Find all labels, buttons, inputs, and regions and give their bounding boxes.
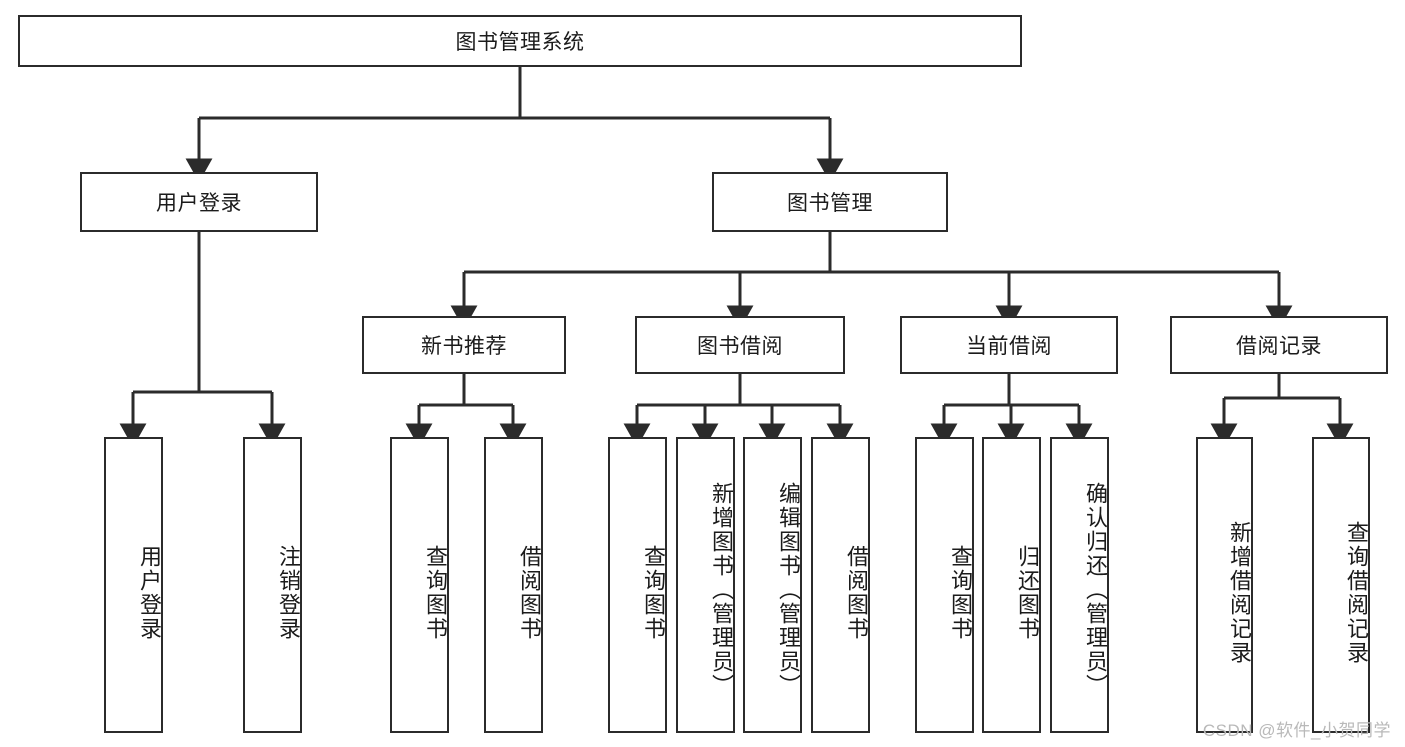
leaf-add-book-admin-label: 新增图书（管理员） bbox=[709, 482, 734, 698]
leaf-search-books-current-label: 查询图书 bbox=[948, 545, 973, 641]
leaf-logout-label: 注销登录 bbox=[276, 545, 301, 641]
node-book-management-label: 图书管理 bbox=[787, 192, 873, 215]
leaf-borrow-books-new[interactable]: 借阅图书 bbox=[484, 437, 543, 733]
leaf-search-books-current[interactable]: 查询图书 bbox=[915, 437, 974, 733]
node-new-book-recommendation-label: 新书推荐 bbox=[421, 335, 507, 358]
leaf-edit-book-admin[interactable]: 编辑图书（管理员） bbox=[743, 437, 802, 733]
leaf-query-borrow-record-label: 查询借阅记录 bbox=[1344, 521, 1369, 665]
leaf-logout[interactable]: 注销登录 bbox=[243, 437, 302, 733]
leaf-query-borrow-record[interactable]: 查询借阅记录 bbox=[1312, 437, 1370, 733]
leaf-edit-book-admin-label: 编辑图书（管理员） bbox=[776, 482, 801, 698]
node-user-login-label: 用户登录 bbox=[156, 192, 242, 215]
leaf-user-login[interactable]: 用户登录 bbox=[104, 437, 163, 733]
node-current-borrowing-label: 当前借阅 bbox=[966, 335, 1052, 358]
node-root[interactable]: 图书管理系统 bbox=[18, 15, 1022, 67]
leaf-borrow-books-label: 借阅图书 bbox=[844, 545, 869, 641]
node-user-login[interactable]: 用户登录 bbox=[80, 172, 318, 232]
leaf-confirm-return-admin[interactable]: 确认归还（管理员） bbox=[1050, 437, 1109, 733]
node-book-borrowing-label: 图书借阅 bbox=[697, 335, 783, 358]
leaf-add-borrow-record-label: 新增借阅记录 bbox=[1227, 521, 1252, 665]
leaf-return-books[interactable]: 归还图书 bbox=[982, 437, 1041, 733]
node-borrowing-records-label: 借阅记录 bbox=[1236, 335, 1322, 358]
leaf-search-books-borrow[interactable]: 查询图书 bbox=[608, 437, 667, 733]
node-new-book-recommendation[interactable]: 新书推荐 bbox=[362, 316, 566, 374]
node-root-label: 图书管理系统 bbox=[455, 31, 585, 54]
node-current-borrowing[interactable]: 当前借阅 bbox=[900, 316, 1118, 374]
leaf-borrow-books-new-label: 借阅图书 bbox=[517, 545, 542, 641]
leaf-user-login-label: 用户登录 bbox=[137, 545, 162, 641]
node-book-borrowing[interactable]: 图书借阅 bbox=[635, 316, 845, 374]
leaf-search-books-new[interactable]: 查询图书 bbox=[390, 437, 449, 733]
leaf-search-books-borrow-label: 查询图书 bbox=[641, 545, 666, 641]
watermark: CSDN @软件_小贺同学 bbox=[1202, 721, 1391, 740]
leaf-add-borrow-record[interactable]: 新增借阅记录 bbox=[1196, 437, 1253, 733]
leaf-search-books-new-label: 查询图书 bbox=[423, 545, 448, 641]
node-borrowing-records[interactable]: 借阅记录 bbox=[1170, 316, 1388, 374]
leaf-confirm-return-admin-label: 确认归还（管理员） bbox=[1083, 482, 1108, 698]
node-book-management[interactable]: 图书管理 bbox=[712, 172, 948, 232]
leaf-add-book-admin[interactable]: 新增图书（管理员） bbox=[676, 437, 735, 733]
leaf-return-books-label: 归还图书 bbox=[1015, 545, 1040, 641]
leaf-borrow-books[interactable]: 借阅图书 bbox=[811, 437, 870, 733]
